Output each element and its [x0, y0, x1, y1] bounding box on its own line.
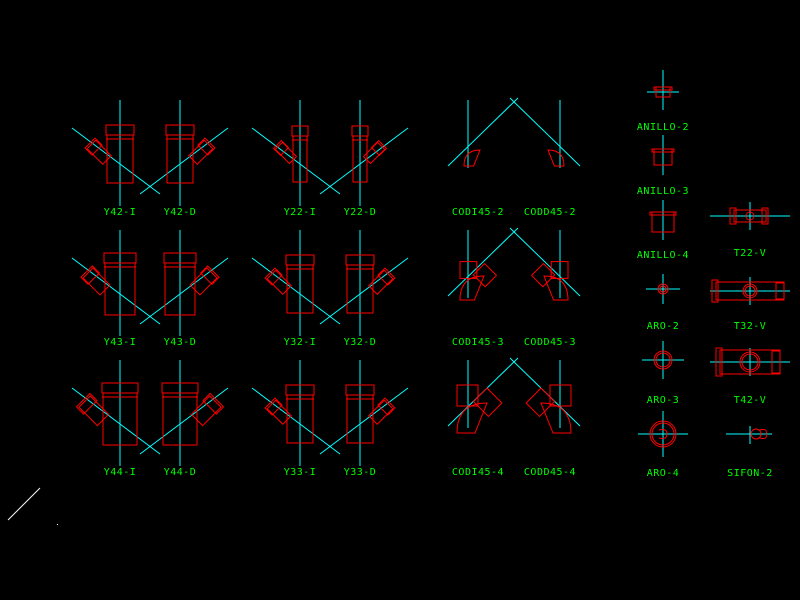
symbol-y43i-icon[interactable]: [71, 230, 161, 336]
symbol-label-y32d: Y32-D: [343, 337, 377, 348]
symbol-y32d-icon[interactable]: [319, 230, 409, 336]
symbol-y33i-icon[interactable]: [251, 360, 341, 466]
symbol-sifon2-icon[interactable]: [726, 426, 772, 444]
symbol-label-aro2: ARO-2: [646, 321, 680, 332]
symbol-label-y33i: Y33-I: [283, 467, 317, 478]
crosshair-cursor-icon: [7, 487, 58, 525]
symbol-y22i-icon[interactable]: [251, 100, 341, 206]
symbol-label-anillo2: ANILLO-2: [636, 122, 690, 133]
symbol-label-aro3: ARO-3: [646, 395, 680, 406]
symbol-label-y43d: Y43-D: [163, 337, 197, 348]
symbol-label-y44i: Y44-I: [103, 467, 137, 478]
symbol-label-aro4: ARO-4: [646, 468, 680, 479]
symbol-label-y42d: Y42-D: [163, 207, 197, 218]
symbol-anillo3-icon[interactable]: [651, 135, 675, 175]
symbol-label-y32i: Y32-I: [283, 337, 317, 348]
symbol-y32i-icon[interactable]: [251, 230, 341, 336]
symbol-y42i-icon[interactable]: [71, 100, 161, 206]
symbol-anillo2-icon[interactable]: [647, 70, 679, 110]
symbol-label-t32v: T32-V: [733, 321, 767, 332]
symbol-t42v-icon[interactable]: [710, 347, 790, 377]
symbol-codi453-icon[interactable]: [447, 227, 519, 301]
symbol-label-codd452: CODD45-2: [523, 207, 577, 218]
symbol-label-codd453: CODD45-3: [523, 337, 577, 348]
symbol-aro4-icon[interactable]: [638, 411, 688, 457]
symbol-label-codi453: CODI45-3: [451, 337, 505, 348]
symbol-label-anillo3: ANILLO-3: [636, 186, 690, 197]
symbol-codi454-icon[interactable]: [447, 357, 519, 434]
symbol-y43d-icon[interactable]: [139, 230, 229, 336]
symbol-y44i-icon[interactable]: [71, 360, 161, 466]
symbol-label-t22v: T22-V: [733, 248, 767, 259]
symbol-label-codi452: CODI45-2: [451, 207, 505, 218]
symbol-t32v-icon[interactable]: [710, 277, 790, 305]
symbol-y33d-icon[interactable]: [319, 360, 409, 466]
symbol-label-y22i: Y22-I: [283, 207, 317, 218]
symbol-y42d-icon[interactable]: [139, 100, 229, 206]
symbol-label-t42v: T42-V: [733, 395, 767, 406]
symbol-codd454-icon[interactable]: [509, 357, 581, 434]
symbol-label-y22d: Y22-D: [343, 207, 377, 218]
symbol-label-y33d: Y33-D: [343, 467, 377, 478]
symbol-label-y42i: Y42-I: [103, 207, 137, 218]
symbol-t22v-icon[interactable]: [710, 202, 790, 230]
symbol-y22d-icon[interactable]: [319, 100, 409, 206]
symbol-codd452-icon[interactable]: [509, 97, 581, 168]
symbol-codd453-icon[interactable]: [509, 227, 581, 301]
symbol-label-y43i: Y43-I: [103, 337, 137, 348]
symbol-label-anillo4: ANILLO-4: [636, 250, 690, 261]
symbols-layer: [71, 70, 790, 466]
symbol-label-y44d: Y44-D: [163, 467, 197, 478]
symbol-aro2-icon[interactable]: [646, 274, 680, 304]
symbol-label-sifon2: SIFON-2: [727, 468, 773, 479]
symbol-label-codi454: CODI45-4: [451, 467, 505, 478]
symbol-codi452-icon[interactable]: [447, 97, 519, 168]
symbol-anillo4-icon[interactable]: [649, 200, 677, 240]
symbol-y44d-icon[interactable]: [139, 360, 229, 466]
symbol-aro3-icon[interactable]: [642, 341, 684, 379]
symbol-label-codd454: CODD45-4: [523, 467, 577, 478]
